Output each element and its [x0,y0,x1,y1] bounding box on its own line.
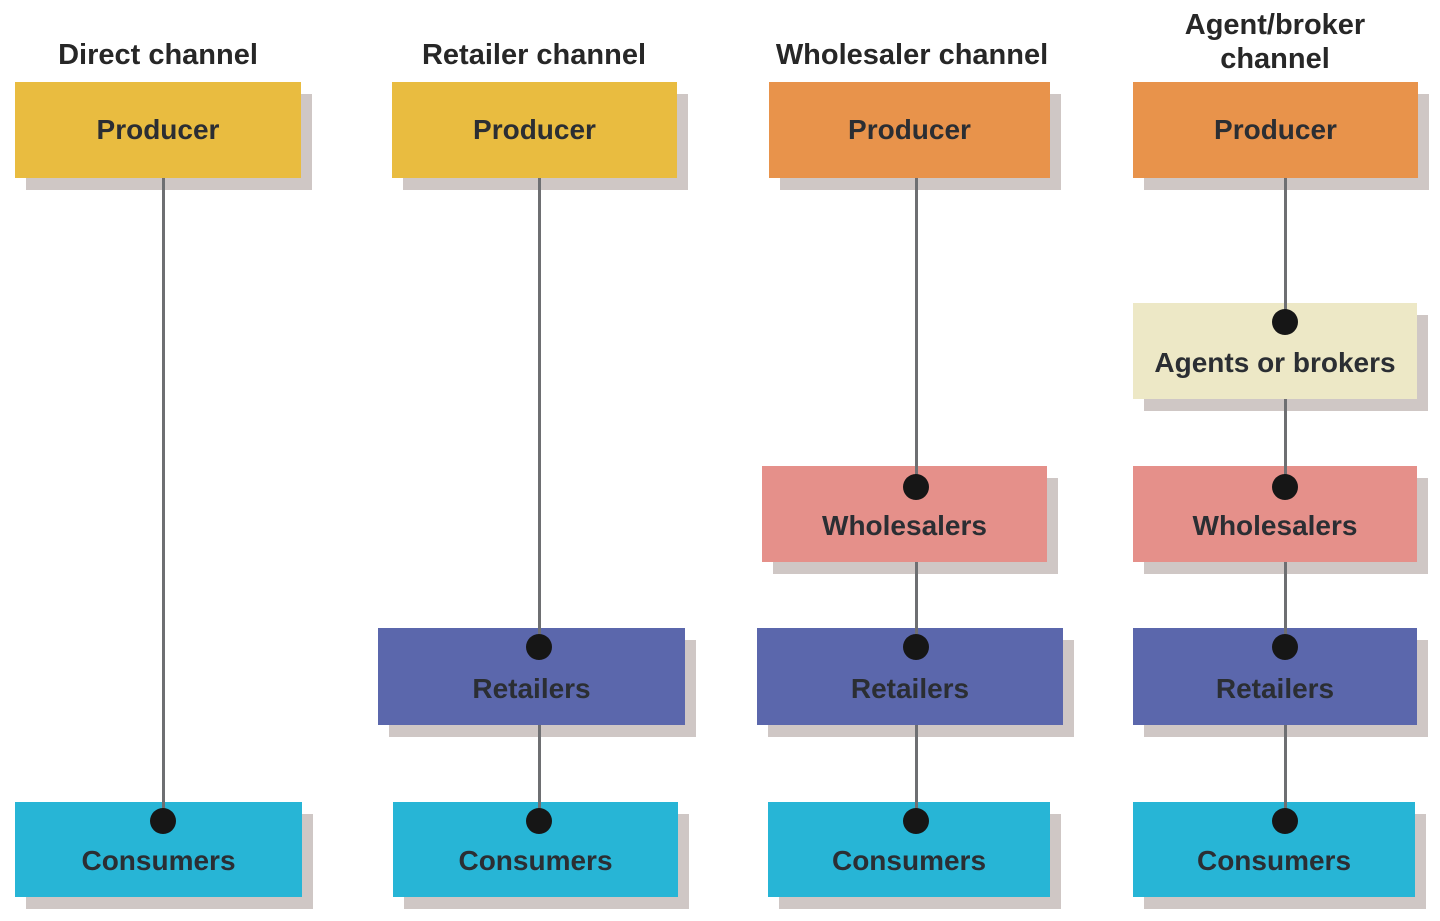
connector-line [1283,399,1287,487]
connector-dot [903,808,929,834]
node-label: Producer [1214,114,1337,145]
node-label: Agents or brokers [1154,347,1396,378]
connector-dot [150,808,176,834]
connector-line [1283,725,1287,821]
node-producer: Producer [392,82,677,178]
node-label: Consumers [81,845,236,876]
connector-dot [903,474,929,500]
node-label: Producer [473,114,596,145]
node-producer: Producer [1133,82,1418,178]
connector-dot [526,808,552,834]
node-consumers: Consumers [393,802,678,897]
connector-dot [1272,634,1298,660]
node-label: Wholesalers [1192,510,1358,541]
connector-line [537,725,541,821]
connector-dot [1272,808,1298,834]
column-title-wholesaler-channel: Wholesaler channel [775,39,1049,71]
node-label: Consumers [831,845,987,876]
node-label: Retailers [850,673,970,704]
node-label: Consumers [1196,845,1352,876]
column-title-direct-channel: Direct channel [58,39,258,71]
connector-dot [526,634,552,660]
connector-line [537,178,541,647]
node-consumers: Consumers [15,802,302,897]
connector-line [914,178,918,487]
connector-line [914,562,918,647]
node-label: Producer [96,114,220,145]
connector-line [1283,562,1287,647]
connector-dot [1272,474,1298,500]
connector-line [914,725,918,821]
connector-dot [1272,309,1298,335]
column-title-agent-broker-channel: Agent/broker channel [1184,9,1366,75]
column-title-retailer-channel: Retailer channel [421,39,647,71]
connector-line [161,178,165,821]
node-label: Retailers [472,673,591,704]
node-label: Wholesalers [822,510,987,541]
node-label: Consumers [458,845,613,876]
node-producer: Producer [769,82,1050,178]
node-label: Retailers [1215,673,1335,704]
connector-line [1283,178,1287,322]
node-producer: Producer [15,82,301,178]
node-consumers: Consumers [1133,802,1415,897]
node-label: Producer [848,114,971,145]
connector-dot [903,634,929,660]
